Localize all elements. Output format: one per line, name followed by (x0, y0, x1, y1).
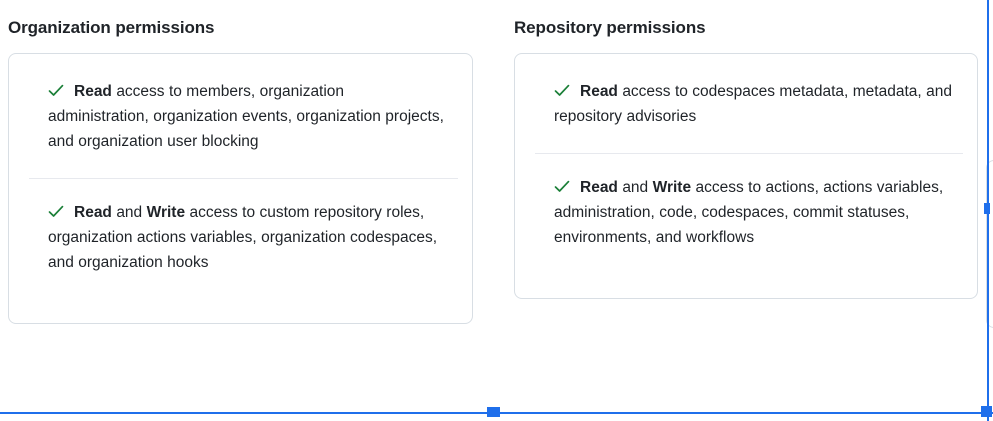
permission-text: Read access to codespaces metadata, meta… (515, 54, 977, 153)
selection-handle-bottom-middle[interactable] (487, 407, 500, 417)
permission-description: Read access to members, organization adm… (48, 83, 444, 150)
check-icon (48, 84, 64, 97)
list-item: Read access to members, organization adm… (9, 54, 472, 178)
list-item: Read and Write access to custom reposito… (9, 178, 472, 323)
repository-permissions-list: Read access to codespaces metadata, meta… (515, 54, 977, 298)
repository-permissions-column: Repository permissions Read access to co… (514, 0, 978, 299)
organization-permissions-list: Read access to members, organization adm… (9, 54, 472, 323)
organization-permissions-column: Organization permissions Read access to … (8, 0, 473, 324)
permission-description: Read and Write access to custom reposito… (48, 204, 437, 271)
check-icon (554, 84, 570, 97)
page-title-repository: Repository permissions (514, 18, 706, 37)
permission-description: Read and Write access to actions, action… (554, 179, 944, 246)
permission-text: Read access to members, organization adm… (9, 54, 472, 178)
page-title-organization: Organization permissions (8, 18, 215, 37)
list-item: Read access to codespaces metadata, meta… (515, 54, 977, 153)
check-icon (48, 205, 64, 218)
permission-text: Read and Write access to custom reposito… (9, 178, 472, 323)
selection-handle-bottom-right[interactable] (981, 406, 992, 417)
organization-permissions-card: Read access to members, organization adm… (8, 53, 473, 324)
selection-handle-right-middle[interactable] (984, 203, 990, 214)
check-icon (554, 180, 570, 193)
list-item: Read and Write access to actions, action… (515, 153, 977, 298)
repository-permissions-card: Read access to codespaces metadata, meta… (514, 53, 978, 299)
permission-description: Read access to codespaces metadata, meta… (554, 83, 952, 125)
permission-text: Read and Write access to actions, action… (515, 153, 977, 298)
